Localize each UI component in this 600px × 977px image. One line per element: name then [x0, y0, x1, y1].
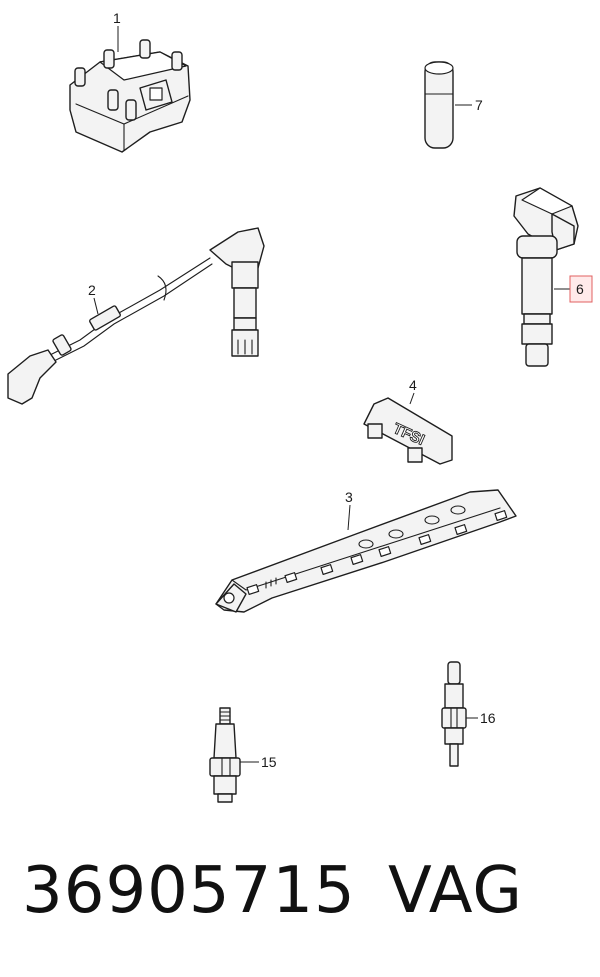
engine-cover-badge[interactable]: TFSI [363, 397, 453, 465]
callout-15-label: 15 [261, 754, 277, 770]
callout-2: 2 [88, 282, 99, 315]
part-number: 36905715 [22, 854, 356, 928]
ignition-coil-pack[interactable] [69, 39, 191, 153]
callout-16: 16 [466, 710, 496, 726]
callout-16-label: 16 [480, 710, 496, 726]
spark-plug[interactable] [209, 707, 241, 803]
cylinder-part-7[interactable] [424, 61, 454, 149]
footer: 36905715 VAG [0, 850, 600, 977]
callout-15: 15 [240, 754, 277, 770]
callout-3: 3 [345, 489, 353, 531]
coil-mounting-rail[interactable] [215, 489, 517, 613]
callout-7: 7 [455, 97, 483, 113]
callout-1: 1 [113, 10, 121, 52]
ignition-cable[interactable] [7, 227, 265, 405]
glow-plug[interactable] [441, 661, 467, 767]
callout-4: 4 [409, 377, 417, 405]
callout-6-highlight [569, 275, 593, 303]
brand-name: VAG [388, 854, 523, 928]
callout-7-label: 7 [475, 97, 483, 113]
callout-6: 6 [554, 275, 593, 303]
callout-6-label: 6 [576, 281, 584, 297]
parts-diagram: 1 7 2 [7, 10, 593, 803]
callout-1-label: 1 [113, 10, 121, 26]
callout-4-label: 4 [409, 377, 417, 393]
callout-2-label: 2 [88, 282, 96, 298]
callout-3-label: 3 [345, 489, 353, 505]
pencil-ignition-coil[interactable] [513, 187, 579, 367]
